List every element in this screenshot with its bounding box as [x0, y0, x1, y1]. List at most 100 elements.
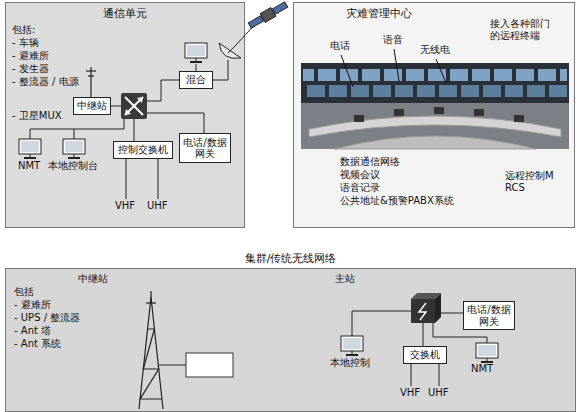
- text-label: 语音记录: [340, 182, 380, 194]
- text-label: 远程控制MRCS: [505, 170, 557, 194]
- monitor-symbol: [63, 139, 85, 154]
- monitor-symbol: [74, 154, 75, 157]
- leader-line: [436, 59, 446, 83]
- wire: [30, 21, 258, 199]
- text-label: - 整流器 / 电源: [12, 76, 79, 88]
- monitor-symbol: [352, 351, 353, 354]
- equipment-box: 电话/数据网关: [179, 133, 231, 163]
- dish-symbol: [228, 45, 236, 53]
- monitor-symbol: [478, 345, 496, 356]
- wire: [439, 364, 440, 386]
- monitor-symbol: [196, 58, 197, 61]
- monitor-symbol: [21, 141, 39, 152]
- satellite-symbol: [247, 0, 288, 30]
- wire: [213, 60, 228, 80]
- antenna-symbol: [86, 67, 96, 97]
- control-room-photo: [434, 107, 444, 114]
- monitor-symbol: [187, 45, 205, 56]
- text-label: - 卫星MUX: [12, 110, 62, 122]
- antenna-symbol: [88, 75, 94, 76]
- wire: [147, 80, 179, 101]
- wire: [74, 129, 75, 139]
- monitor-symbol: [24, 157, 36, 159]
- wire: [423, 323, 424, 346]
- box-label: 混合: [186, 74, 206, 86]
- control-room-photo: [301, 63, 569, 149]
- text-label: VHF: [400, 387, 420, 399]
- monitor-symbol: [487, 358, 488, 361]
- switch-symbol: [125, 109, 131, 115]
- text-label: 本地控制: [330, 357, 370, 369]
- text-label: NMT: [471, 363, 493, 375]
- box-label: 中继站: [77, 100, 107, 112]
- panel-title: 集群/传统无线网络: [6, 252, 575, 265]
- wire: [441, 313, 463, 314]
- wire: [147, 113, 204, 133]
- control-room-photo: [354, 115, 364, 122]
- equipment-box: [186, 353, 233, 377]
- switch-symbol: [137, 97, 143, 103]
- panel-title: 灾难管理中心: [346, 7, 412, 20]
- monitor-symbol: [190, 61, 202, 63]
- text-label: - UPS / 整流器: [14, 312, 80, 324]
- text-label: 主站: [335, 273, 355, 285]
- leader-line: [394, 49, 399, 81]
- control-room-photo: [334, 136, 536, 149]
- switch-symbol: [125, 97, 143, 115]
- monitor-symbol: [68, 157, 80, 159]
- text-label: 本地控制台: [48, 160, 98, 172]
- switch-symbol: [125, 97, 143, 115]
- panel-region: 集群/传统无线网络电话/数据网关交换机: [5, 268, 576, 412]
- wire: [352, 311, 411, 336]
- control-room-photo: [474, 109, 484, 116]
- equipment-box: 交换机: [403, 346, 447, 364]
- dish-symbol: [219, 43, 241, 58]
- tower-symbol: [150, 291, 151, 297]
- text-label: - 避难所: [12, 50, 49, 62]
- control-room-photo: [303, 82, 567, 98]
- box-label: 控制交换机: [118, 144, 168, 156]
- equipment-box: 电话/数据网关: [463, 301, 515, 330]
- control-room-photo: [309, 116, 561, 137]
- dish-symbol: [219, 43, 241, 58]
- text-label: 语音: [383, 34, 403, 46]
- satellite-symbol: [248, 16, 263, 28]
- equipment-box: 控制交换机: [113, 141, 173, 159]
- control-room-photo: [394, 109, 404, 116]
- tower-symbol: [146, 302, 156, 303]
- box-label: 电话/数据网关: [183, 137, 227, 160]
- text-label: 数据通信网络: [340, 156, 400, 168]
- control-room-photo: [303, 65, 567, 81]
- wire: [158, 365, 186, 366]
- text-label: 中继站: [78, 273, 108, 285]
- text-label: 包括: [14, 286, 34, 298]
- text-label: 电话: [330, 40, 350, 52]
- monitor-symbol: [185, 43, 207, 58]
- text-label: VHF: [115, 200, 135, 212]
- text-label: 视频会议: [340, 169, 380, 181]
- text-label: 包括:: [12, 24, 35, 36]
- box-label: 电话/数据网关: [467, 304, 511, 327]
- tower-symbol: [140, 329, 162, 399]
- text-label: - Ant 系统: [14, 338, 61, 350]
- monitor-symbol: [476, 343, 498, 358]
- text-label: - Ant 塔: [14, 325, 51, 337]
- wire: [158, 311, 487, 386]
- switch-cube: [411, 293, 441, 323]
- panel-title: 通信单元: [6, 7, 244, 20]
- monitor-symbol: [19, 139, 41, 154]
- leader-line: [341, 55, 353, 87]
- text-label: 接入各种部门的远程终端: [490, 18, 554, 42]
- tower-symbol: [151, 297, 163, 409]
- wire: [126, 159, 127, 199]
- monitor-symbol: [65, 141, 83, 152]
- text-label: 公共地址&预警PABX系统: [340, 195, 454, 207]
- control-room-photo: [301, 63, 569, 103]
- switch-cube: [411, 299, 435, 323]
- text-label: - 避难所: [14, 299, 51, 311]
- monitor-symbol: [346, 354, 358, 356]
- wire: [158, 159, 159, 199]
- text-label: NMT: [18, 160, 40, 172]
- text-label: - 发生器: [12, 63, 49, 75]
